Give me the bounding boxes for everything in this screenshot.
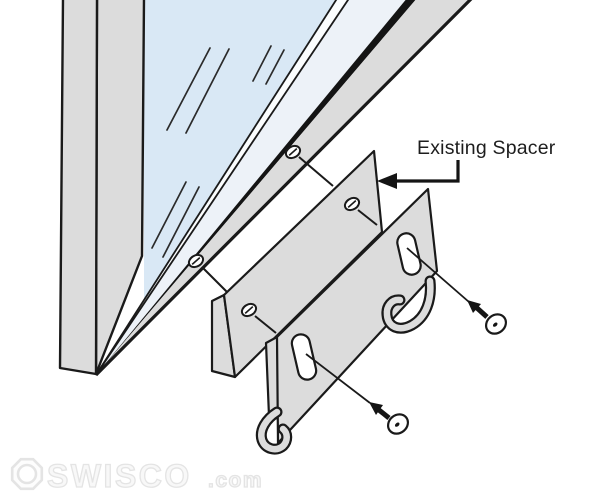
spacer-plate	[210, 149, 384, 379]
screw-head	[386, 413, 410, 435]
pan-screw	[284, 144, 334, 187]
bracket-slot-upper	[396, 232, 422, 276]
watermark-tld: .com	[208, 469, 263, 492]
pan-head-screws	[187, 144, 378, 334]
callout-label: Existing Spacer	[417, 137, 556, 159]
callout-existing-spacer: Existing Spacer	[377, 137, 556, 189]
screw-slot	[191, 257, 201, 265]
glass-reflection-line	[166, 47, 211, 131]
rail-outer-edge	[94, 0, 473, 377]
glass-reflection-line	[162, 186, 200, 258]
hanger-bracket	[255, 187, 439, 455]
flat-head-screws	[305, 247, 508, 435]
callout-arrowhead-icon	[377, 173, 397, 189]
bracket-hook-left	[258, 408, 290, 453]
callout-arrow-line	[397, 160, 460, 183]
window-jamb	[58, 0, 146, 376]
glass-reflection-line	[151, 181, 187, 249]
screw-shaft	[475, 306, 489, 319]
watermark: SWISCO .com	[10, 457, 263, 495]
glass-reflection-line	[265, 49, 285, 85]
screw-tip	[467, 300, 481, 313]
glazing-line	[95, 0, 350, 376]
screw-shaft	[201, 266, 228, 293]
pan-screw	[240, 302, 277, 334]
flat-screw	[406, 247, 508, 335]
screw-head	[484, 313, 508, 335]
glazing-line	[95, 0, 338, 376]
jamb-outer-strip	[58, 0, 99, 376]
screw-tip	[369, 402, 383, 415]
screw-head	[240, 302, 258, 318]
spacer-plate-face	[222, 149, 384, 379]
screw-head	[187, 253, 205, 269]
swisco-nut-hole-icon	[16, 463, 38, 485]
screw-slot	[244, 306, 254, 314]
bracket-slot-lower	[290, 333, 318, 381]
glass-reflections	[151, 45, 285, 258]
screw-recess	[394, 422, 400, 427]
screw-head	[284, 144, 302, 160]
pan-screw	[187, 253, 228, 293]
bracket-hook-right	[383, 277, 434, 332]
glass-reflection-line	[185, 48, 230, 134]
screw-slot	[347, 200, 357, 208]
screw-recess	[492, 322, 498, 327]
screw-shaft	[298, 156, 334, 187]
sash-bottom-rail	[94, 0, 473, 377]
screw-slot	[288, 148, 298, 156]
screw-head-ellipse	[484, 313, 508, 335]
glass-reflection-line	[252, 45, 272, 82]
screw-head	[343, 196, 361, 212]
watermark-brand: SWISCO	[47, 458, 192, 494]
screw-shaft	[254, 315, 277, 334]
screw-shaft	[357, 209, 378, 226]
screw-head-ellipse	[386, 413, 410, 435]
screw-alignment-line	[406, 247, 470, 303]
pan-screw	[343, 196, 378, 226]
screw-shaft	[377, 408, 391, 420]
screw-alignment-line	[305, 353, 371, 404]
flat-screw	[305, 353, 410, 435]
